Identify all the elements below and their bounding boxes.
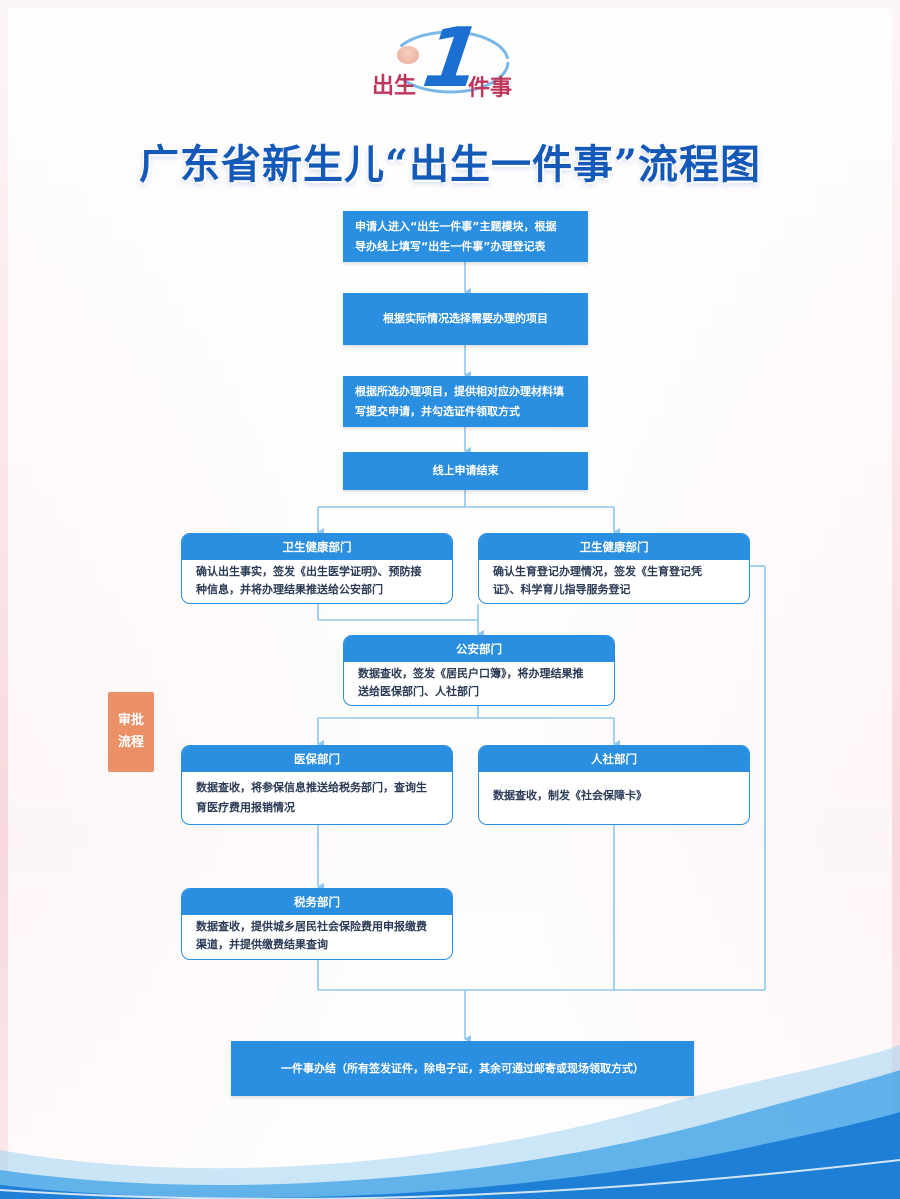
card-text: 送给医保部门、人社部门	[358, 685, 479, 698]
card-head: 税务部门	[182, 889, 452, 915]
step-select-items: 根据实际情况选择需要办理的项目	[343, 293, 588, 345]
page-title: 广东省新生儿“出生一件事”流程图	[138, 141, 761, 188]
card-text: 种信息，并将办理结果推送给公安部门	[196, 583, 383, 596]
step-online-end: 线上申请结束	[343, 452, 588, 490]
logo-text-right: 件事	[468, 76, 513, 101]
step-submit-application: 根据所选办理项目，提供相对应办理材料填 写提交申请，并勾选证件领取方式	[343, 376, 588, 427]
step-text: 一件事办结（所有签发证件，除电子证，其余可通过邮寄或现场领取方式）	[281, 1061, 644, 1075]
card-text: 数据查收，签发《居民户口簿》，将办理结果推	[358, 667, 584, 680]
logo-text-left: 出生	[372, 74, 417, 99]
tag-text: 审批	[117, 713, 144, 728]
approval-process-tag: 审批 流程	[108, 692, 154, 772]
card-text: 渠道，并提供缴费结果查询	[196, 938, 328, 951]
card-hr: 人社部门 数据查收，制发《社会保障卡》	[478, 745, 750, 825]
wave-decoration	[0, 1045, 900, 1199]
card-text: 确认出生事实，签发《出生医学证明》、预防接	[196, 565, 422, 578]
step-text: 导办线上填写“出生一件事”办理登记表	[355, 239, 546, 253]
card-head: 人社部门	[479, 746, 749, 772]
baby-icon	[397, 46, 419, 64]
card-medical: 医保部门 数据查收，将参保信息推送给税务部门，查询生 育医疗费用报销情况	[181, 745, 453, 825]
card-head: 卫生健康部门	[479, 534, 749, 560]
card-health-left: 卫生健康部门 确认出生事实，签发《出生医学证明》、预防接 种信息，并将办理结果推…	[181, 533, 453, 604]
card-text: 数据查收，制发《社会保障卡》	[493, 789, 647, 802]
step-text: 线上申请结束	[432, 464, 499, 477]
card-text: 确认生育登记办理情况，签发《生育登记凭	[493, 565, 702, 578]
step-text: 申请人进入“出生一件事”主题模块，根据	[355, 219, 557, 233]
step-text: 写提交申请，并勾选证件领取方式	[355, 404, 520, 418]
card-tax: 税务部门 数据查收，提供城乡居民社会保险费用申报缴费 渠道，并提供缴费结果查询	[181, 888, 453, 960]
card-head: 公安部门	[344, 636, 614, 662]
logo-ring-icon	[390, 30, 510, 94]
step-text: 根据实际情况选择需要办理的项目	[383, 312, 548, 325]
card-head: 医保部门	[182, 746, 452, 772]
card-police: 公安部门 数据查收，签发《居民户口簿》，将办理结果推 送给医保部门、人社部门	[343, 635, 615, 706]
card-text: 数据查收，将参保信息推送给税务部门，查询生	[196, 781, 427, 794]
card-text: 证》、科学育儿指导服务登记	[493, 583, 631, 596]
step-final: 一件事办结（所有签发证件，除电子证，其余可通过邮寄或现场领取方式）	[231, 1041, 694, 1096]
card-head: 卫生健康部门	[182, 534, 452, 560]
tag-text: 流程	[117, 735, 144, 750]
card-text: 数据查收，提供城乡居民社会保险费用申报缴费	[196, 920, 427, 933]
step-text: 根据所选办理项目，提供相对应办理材料填	[355, 384, 564, 398]
step-fill-form: 申请人进入“出生一件事”主题模块，根据 导办线上填写“出生一件事”办理登记表	[343, 211, 588, 262]
card-text: 育医疗费用报销情况	[196, 801, 295, 814]
card-health-right: 卫生健康部门 确认生育登记办理情况，签发《生育登记凭 证》、科学育儿指导服务登记	[478, 533, 750, 604]
